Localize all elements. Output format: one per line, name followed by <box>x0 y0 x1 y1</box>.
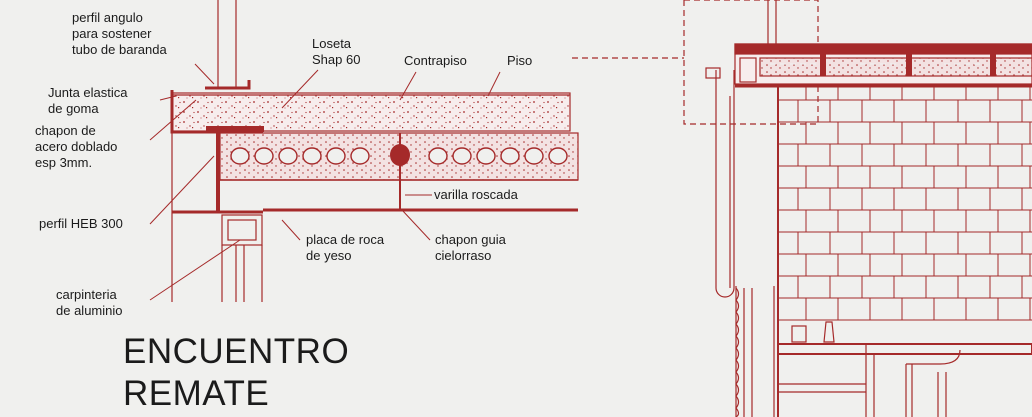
contrapiso-slab <box>171 92 571 132</box>
label-carpinteria: carpinteria de aluminio <box>56 287 123 318</box>
downpipe <box>705 67 735 298</box>
leader-lines <box>149 63 501 301</box>
title-line-2: REMATE <box>123 374 270 413</box>
label-chapon-acero: chapon de acero doblado esp 3mm. <box>35 123 118 170</box>
label-perfil-angulo: perfil angulo para sostener tubo de bara… <box>72 10 167 57</box>
loseta-voids <box>230 147 568 165</box>
label-loseta: Loseta Shap 60 <box>312 36 361 67</box>
angle-profile <box>205 80 251 90</box>
label-piso: Piso <box>507 53 533 68</box>
tile-grid <box>778 86 1032 321</box>
label-varilla: varilla roscada <box>434 187 518 202</box>
joint-block <box>206 126 264 132</box>
label-perfil-heb: perfil HEB 300 <box>39 216 123 231</box>
label-junta-elastica: Junta elastica de goma <box>48 85 128 116</box>
railing-post <box>217 0 237 88</box>
label-placa-yeso: placa de roca de yeso <box>306 232 385 263</box>
right-slab-pattern <box>820 54 996 76</box>
rod-anchor <box>390 144 410 166</box>
heb-beam <box>171 133 263 302</box>
label-chapon-guia: chapon guia cielorraso <box>435 232 506 263</box>
title-line-1: ENCUENTRO <box>123 332 350 371</box>
counter <box>777 321 1032 417</box>
label-contrapiso: Contrapiso <box>404 53 467 68</box>
aluminium-frame <box>221 214 263 302</box>
